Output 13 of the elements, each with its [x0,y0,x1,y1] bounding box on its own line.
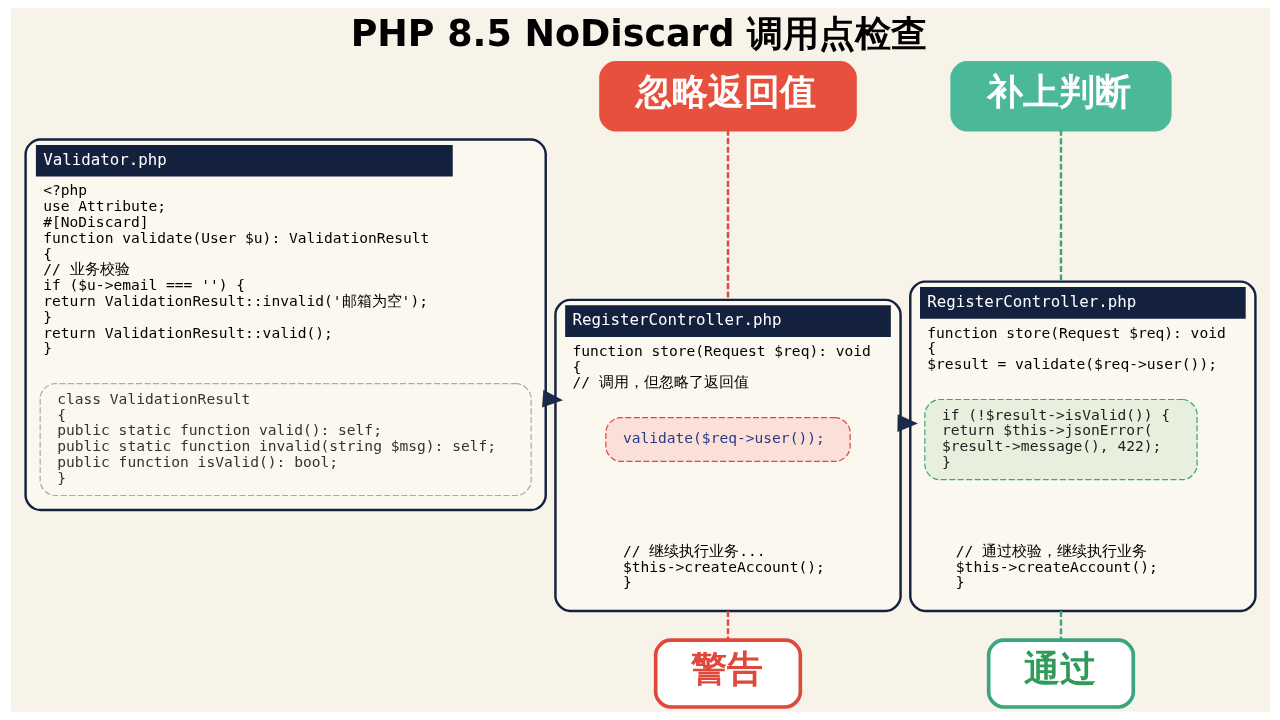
node-box: 忽略返回值 [598,61,857,132]
diagram-title: PHP 8.5 NoDiscard 调用点检查 [350,11,927,55]
node-box: 通过 [986,638,1135,709]
connector [726,610,729,640]
connector [726,129,729,300]
arrow [896,414,918,433]
node-box: validate($req->user()); [604,417,851,463]
connector [1059,610,1062,640]
node-box: class ValidationResult { public static function valid(): self; public static function invalid(string $msg): self; public function isValid(): bool; } [39,383,532,497]
node-box: 警告 [653,638,802,709]
node-box: if (!$result->isValid()) { return $this->jsonError( $result->message(), 422); } [923,398,1198,481]
connector [1059,129,1062,282]
node-box: 补上判断 [949,61,1172,132]
